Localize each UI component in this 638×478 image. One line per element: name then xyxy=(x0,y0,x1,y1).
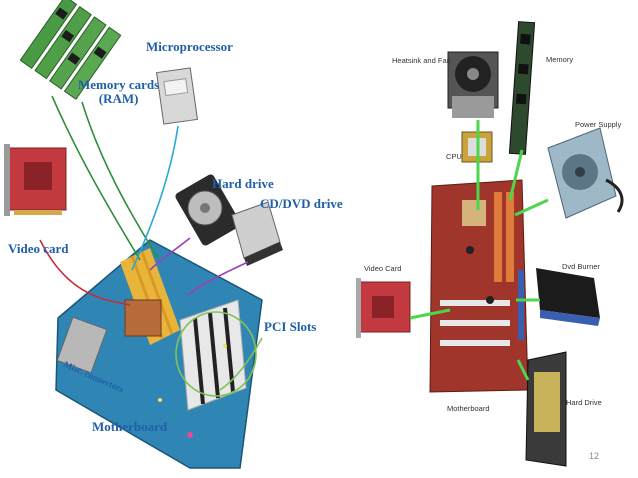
label-hard-drive: Hard drive xyxy=(212,176,274,191)
hard-drive-image xyxy=(175,174,241,246)
label-video-card: Video card xyxy=(8,241,69,256)
label-microprocessor: Microprocessor xyxy=(146,39,233,54)
label-heatsink-fan: Heatsink and Fan xyxy=(392,56,451,65)
microprocessor-image xyxy=(155,67,199,125)
dvd-burner-image xyxy=(536,268,600,326)
cd-dvd-drive-image xyxy=(231,201,283,266)
label-motherboard-right: Motherboard xyxy=(447,404,490,413)
hard-drive-right-image xyxy=(525,351,567,467)
ram-sticks-image xyxy=(19,0,122,100)
label-power-supply: Power Supply xyxy=(575,120,622,129)
label-pci-slots: PCI Slots xyxy=(264,319,317,334)
video-card-image xyxy=(4,144,67,216)
label-cpu: CPU xyxy=(446,152,462,161)
left-connector-lines xyxy=(39,95,263,397)
label-dvd-burner: Dvd Burner xyxy=(562,262,600,271)
motherboard-right-image xyxy=(429,179,529,393)
label-motherboard: Motherboard xyxy=(92,419,168,434)
label-video-card-right: Video Card xyxy=(364,264,402,273)
memory-stick-image xyxy=(508,21,536,155)
right-connector-lines xyxy=(409,120,549,381)
motherboard-image xyxy=(55,239,263,469)
page-number: 12 xyxy=(589,451,600,461)
heatsink-fan-image xyxy=(447,51,499,118)
label-hard-drive-right: Hard Drive xyxy=(566,398,602,407)
label-memory: Memory xyxy=(546,55,574,64)
power-supply-image xyxy=(547,127,624,219)
video-card-right-image xyxy=(356,278,411,338)
label-cd-dvd-drive: CD/DVD drive xyxy=(260,196,343,211)
label-memory-cards: Memory cards(RAM) xyxy=(78,77,160,106)
